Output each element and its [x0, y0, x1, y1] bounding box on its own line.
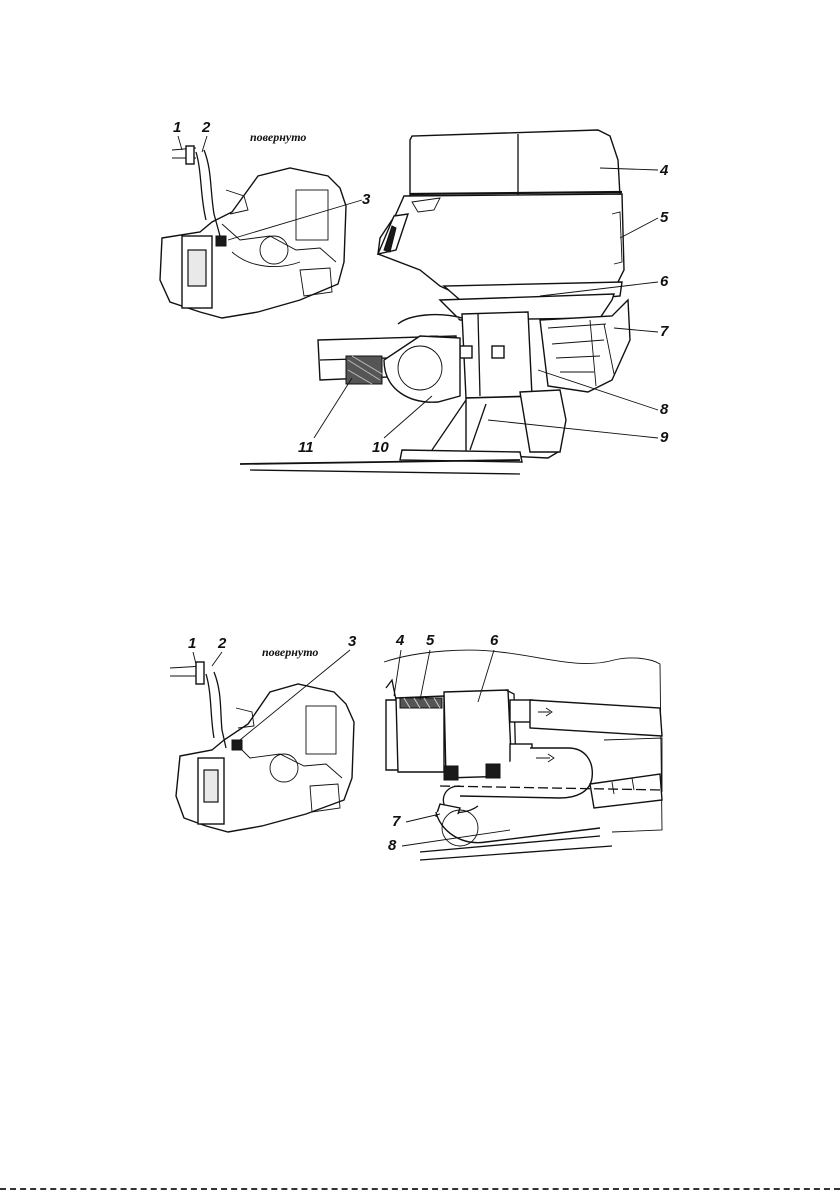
- callout-2-bottom: 2: [217, 635, 227, 652]
- page-bottom-rule: [0, 1188, 840, 1190]
- callout-8-bottom: 8: [388, 837, 397, 854]
- callout-1-bottom: 1: [188, 635, 196, 652]
- engine-inset-bottom: [170, 662, 354, 832]
- callout-3-bottom: 3: [348, 633, 357, 650]
- heater-assembly-bottom: [384, 650, 662, 860]
- callout-6-bottom: 6: [490, 632, 499, 649]
- callout-7-bottom: 7: [392, 813, 401, 830]
- callout-4-bottom: 4: [395, 632, 405, 649]
- rotated-note-bottom: повернуто: [262, 645, 318, 659]
- callout-5-bottom: 5: [426, 632, 435, 649]
